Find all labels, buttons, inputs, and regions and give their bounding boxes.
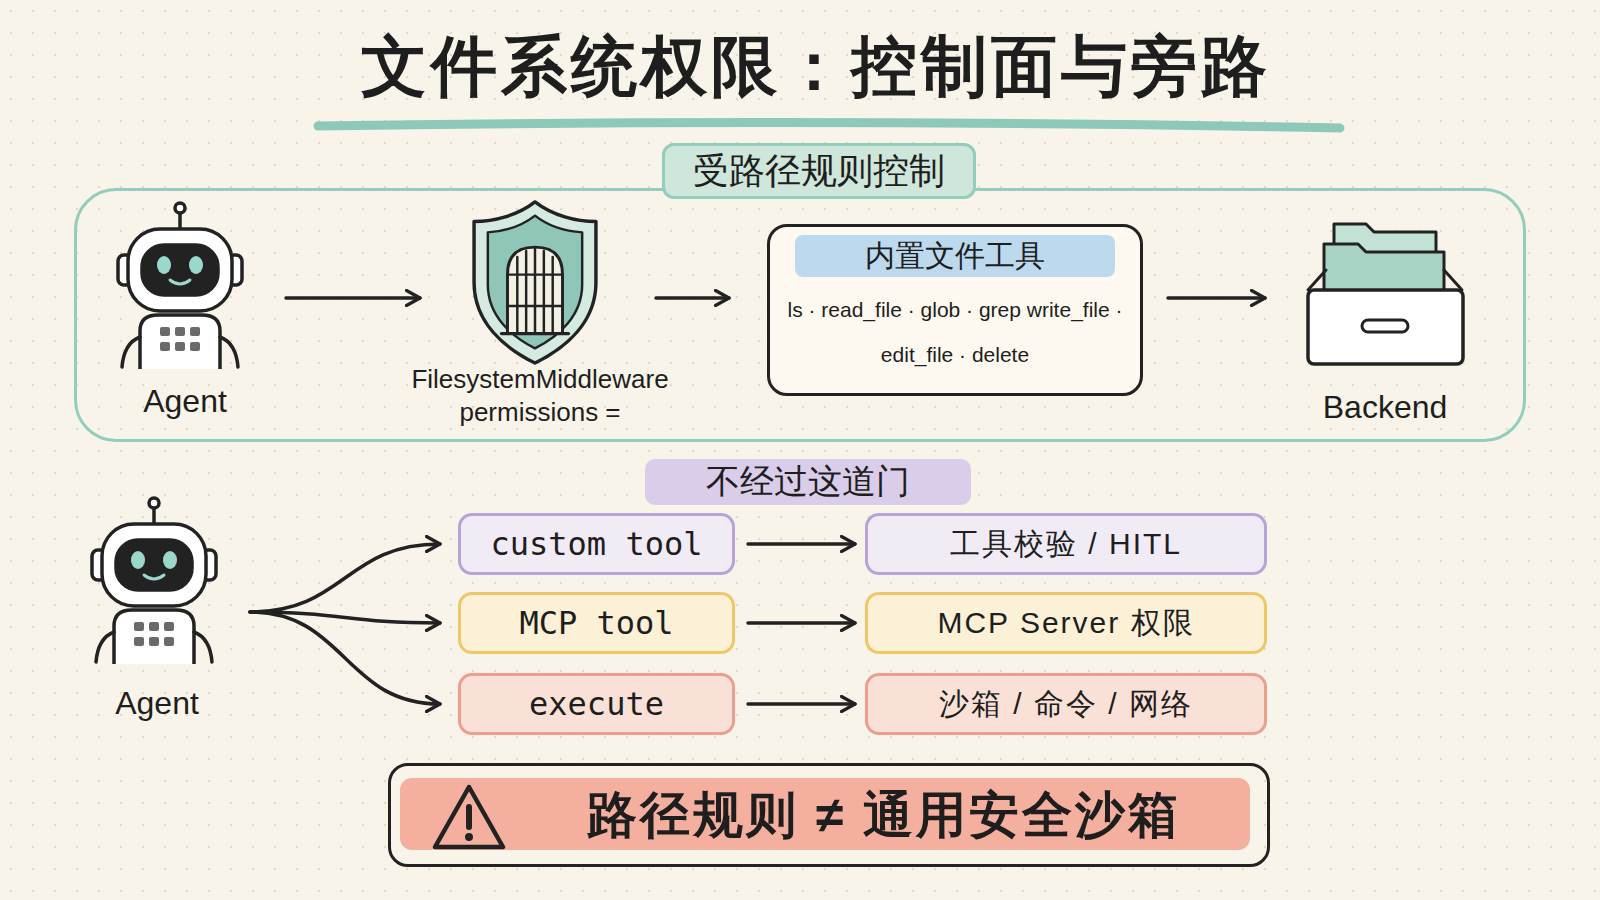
robot-icon [118,203,242,369]
tool-box: execute [458,673,735,735]
art-shape [1324,244,1444,292]
warning-triangle [435,787,503,847]
node-label: MCP Server 权限 [937,603,1194,644]
control-box: MCP Server 权限 [865,592,1267,654]
node-label: execute [529,685,664,723]
art-shape [1308,290,1463,364]
group-heading: 受路径规则控制 [662,143,976,199]
agent-node: Agent [72,490,242,725]
middleware-node: FilesystemMiddleware permissions = [440,198,640,428]
node-label: 工具校验 / HITL [950,524,1182,565]
flow-arrow [656,296,729,300]
node-label: Agent [115,683,199,724]
drawer-icon [1308,224,1463,364]
art-shape [1362,320,1408,332]
flow-arrow [250,612,440,704]
flow-arrow [250,544,440,612]
robot-icon [92,498,216,664]
tool-list: ls · read_file · glob · grep write_file … [774,287,1136,377]
backend-node: Backend [1285,210,1485,430]
node-label: 沙箱 / 命令 / 网络 [939,684,1193,725]
tools-box: 内置文件工具 ls · read_file · glob · grep write… [767,224,1143,396]
tool-box: custom tool [458,513,735,575]
art-shape [465,833,473,841]
tool-box: MCP tool [458,592,735,654]
flow-arrow [250,612,440,623]
node-label: FilesystemMiddleware permissions = [370,363,710,429]
shield-icon [474,202,596,363]
diagram-title: 文件系统权限：控制面与旁路 [16,26,1600,106]
control-box: 工具校验 / HITL [865,513,1267,575]
art-shape [435,787,503,847]
node-label: Agent [143,381,227,422]
title-underline [318,122,1340,128]
flow-arrow [286,296,420,300]
flow-arrow [748,621,855,625]
flow-arrow [748,542,855,546]
control-box: 沙箱 / 命令 / 网络 [865,673,1267,735]
node-label: 不经过这道门 [706,459,910,505]
bypass-heading: 不经过这道门 [645,459,971,505]
node-label: Backend [1323,387,1448,428]
group-panel: 受路径规则控制AgentFilesystemMiddleware permiss… [74,188,1526,442]
node-label: custom tool [491,525,703,563]
node-label: MCP tool [519,604,673,642]
flow-arrow [748,702,855,706]
box-heading: 内置文件工具 [795,235,1115,277]
agent-node: Agent [100,195,270,425]
flow-arrow [1168,296,1265,300]
node-label: 路径规则 ≠ 通用安全沙箱 [531,766,1237,864]
warning-box: 路径规则 ≠ 通用安全沙箱 [388,763,1270,867]
art-shape [466,807,472,827]
art-shape [1308,270,1462,290]
